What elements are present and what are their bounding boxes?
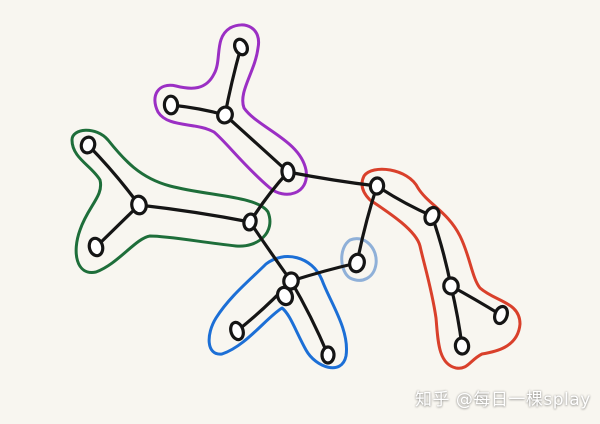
tree-edge [289,279,330,357]
tree-edge [223,113,290,174]
tree-node [162,94,180,116]
chain-outline-blue [207,255,349,370]
tree-node [229,320,245,342]
tree-edge [430,214,453,288]
tree-edge [289,261,359,283]
chain-outlines [70,23,522,370]
tree-node [348,252,366,274]
tree-node [87,236,105,258]
tree-edge [223,45,243,117]
tree-node [242,212,258,232]
tree-node [232,37,250,57]
tree-node [320,345,336,365]
chain-outline-purple [153,23,308,196]
watermark-text: 知乎 @每日一棵splay [415,390,591,410]
tree-node [280,161,296,183]
tree-node [423,205,441,227]
tree-node [216,105,234,125]
tree-edges [86,45,503,357]
tree-edge [137,203,252,224]
chain-outline-green [70,128,272,274]
tree-node [130,194,148,216]
tree-nodes [79,37,509,365]
tree-node [453,336,471,356]
tree-node [275,285,295,307]
tree-node [493,304,509,326]
tree-node [79,135,97,155]
tree-node [368,176,386,196]
tree-node [442,276,460,296]
chain-outline-lightblue [340,237,378,282]
chain-outline-red [360,167,522,370]
tree-edge [286,170,379,188]
